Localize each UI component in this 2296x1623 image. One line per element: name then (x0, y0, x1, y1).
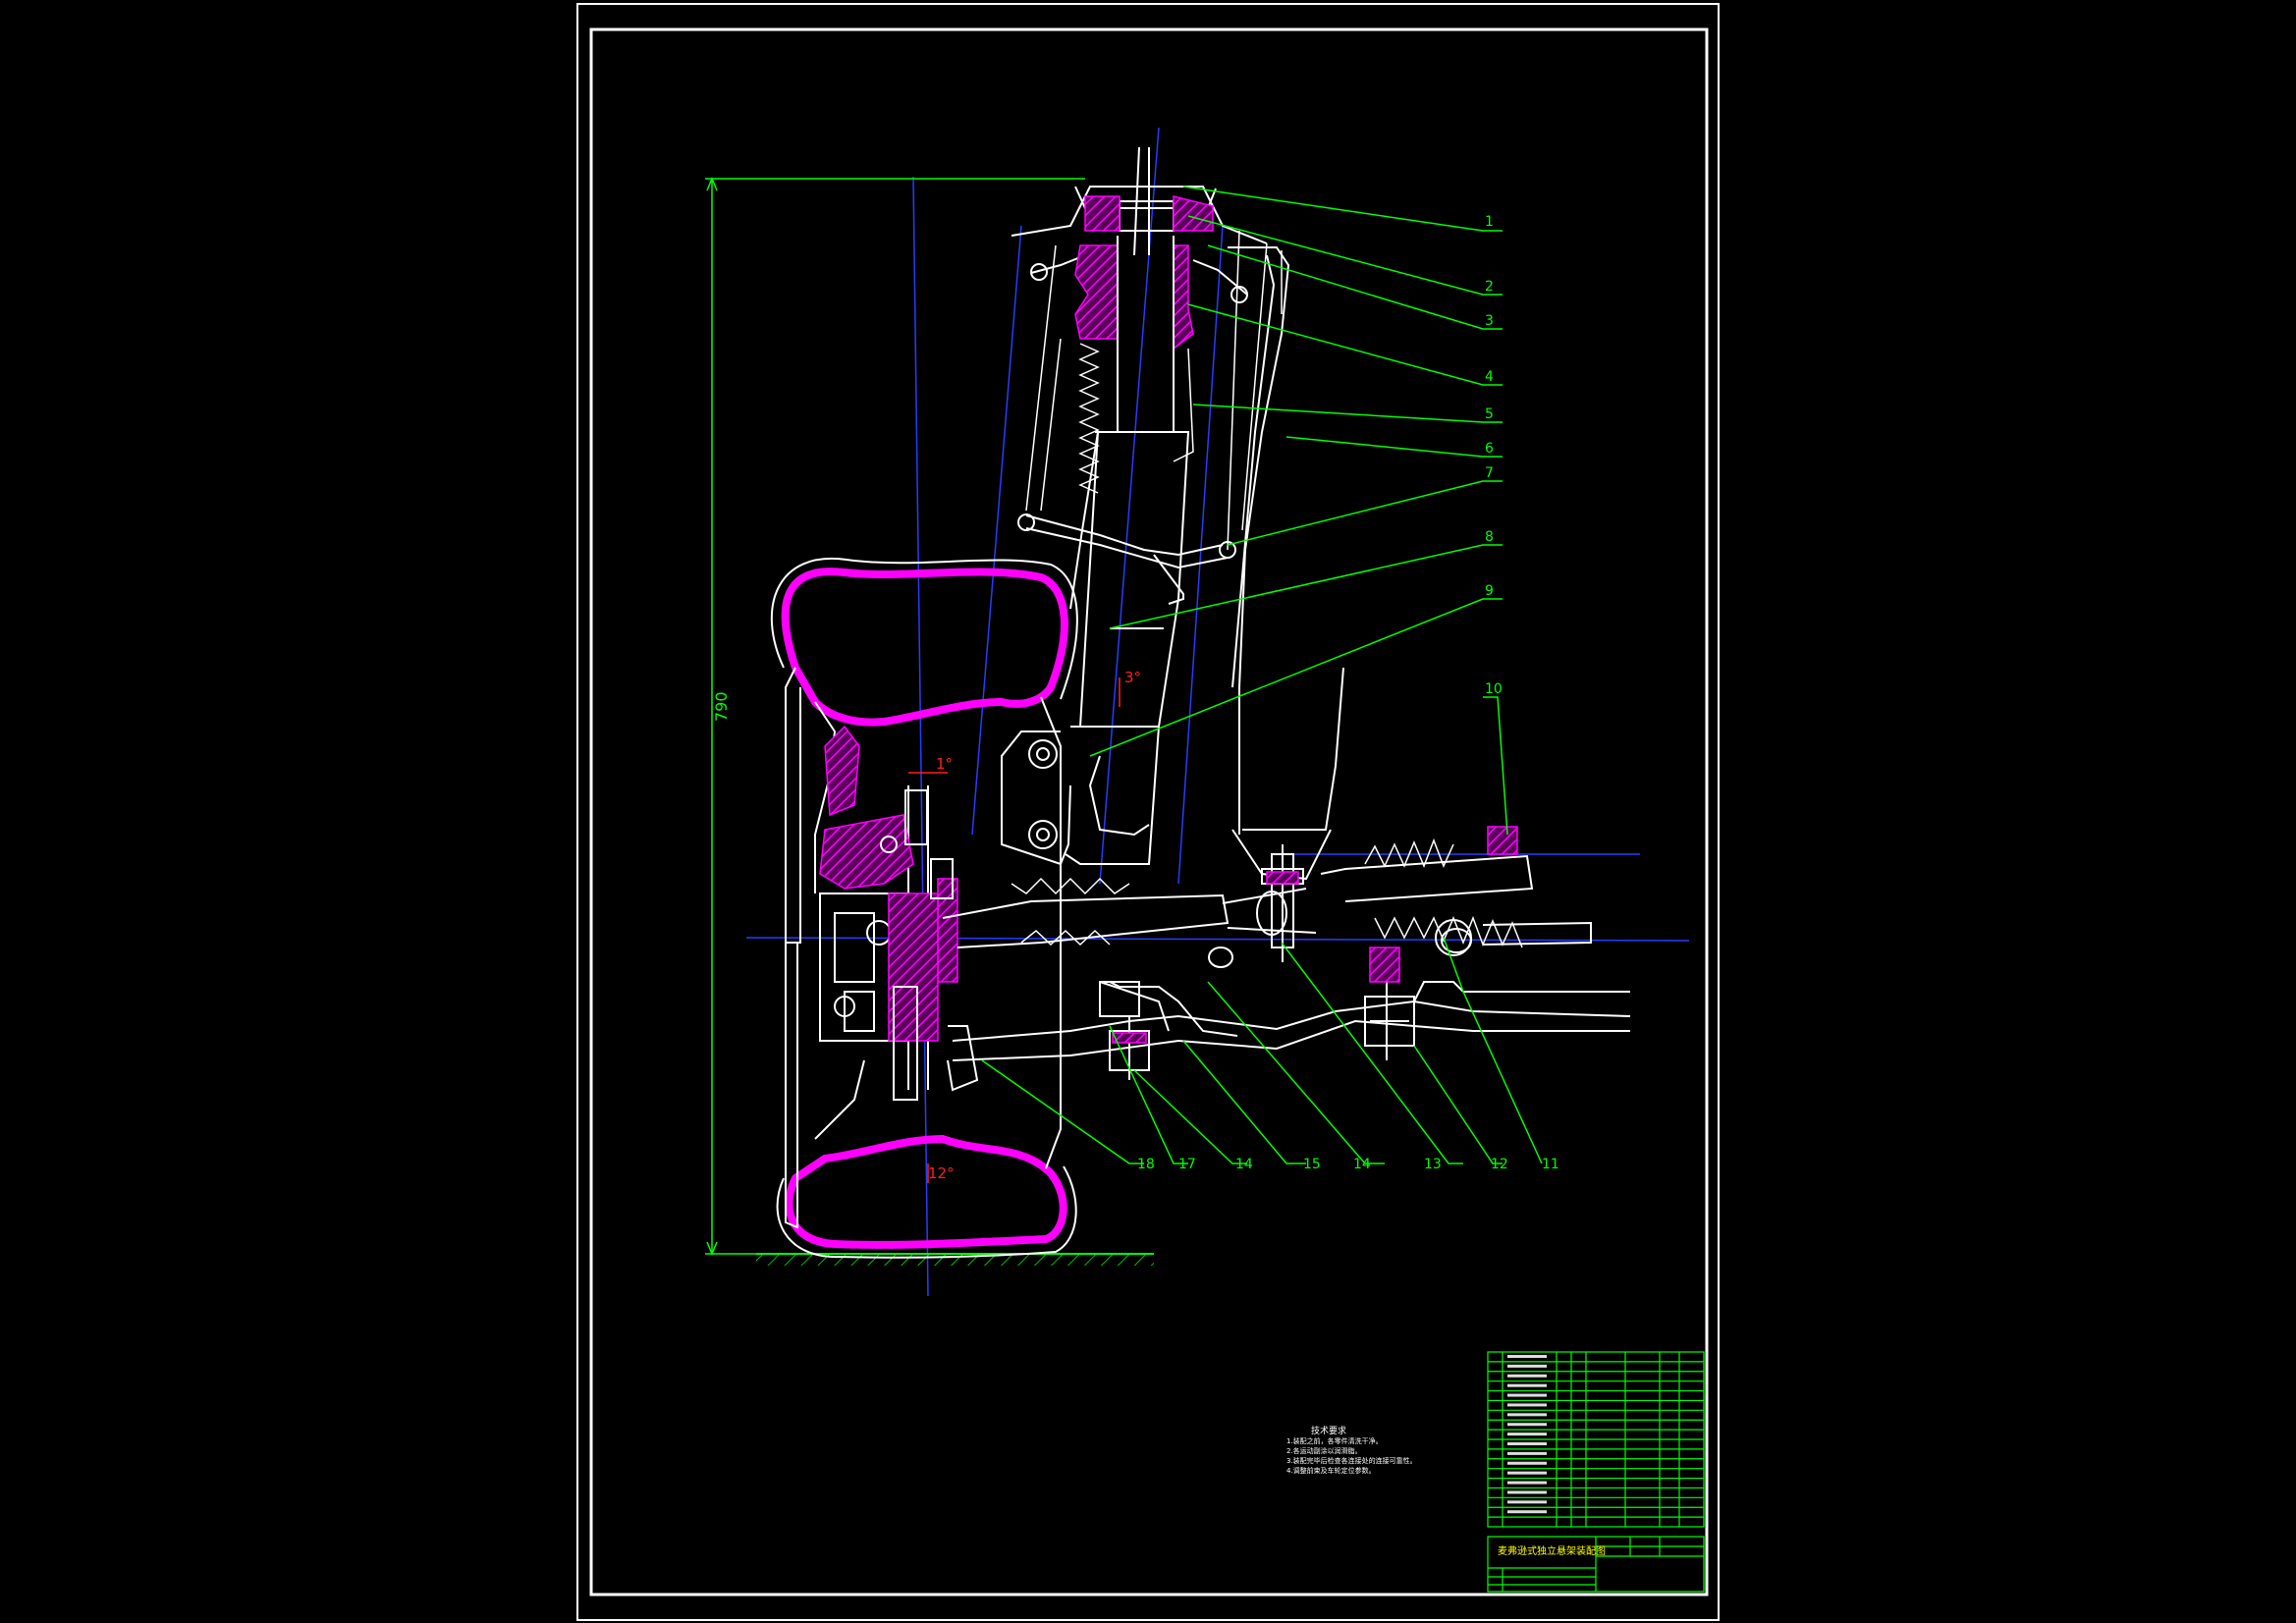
parts-list-cell-mark (1507, 1461, 1547, 1465)
lower-control-arm (947, 981, 1631, 1092)
leader-label: 11 (1542, 1157, 1559, 1172)
brake-disc-section (888, 893, 939, 1042)
leader-label: 9 (1485, 583, 1494, 599)
leader-numbers: 1 2 3 4 5 6 7 8 9 10 11 12 13 14 15 14 1… (1137, 214, 1559, 1172)
parts-list (1487, 1351, 1705, 1528)
leader-label: 8 (1485, 529, 1494, 545)
tire-lower (785, 1134, 1067, 1249)
tech-req-line: 1.装配之前，各零件清洗干净。 (1286, 1436, 1383, 1445)
leader-label: 7 (1485, 465, 1494, 481)
angle-camber-top: 3° (1124, 669, 1141, 686)
top-mount-rubber-right (1173, 195, 1214, 232)
strut-rod (1117, 236, 1175, 432)
leader-label: 4 (1485, 369, 1494, 385)
leader-label: 10 (1485, 681, 1503, 697)
coil-spring (1025, 230, 1283, 551)
parts-list-cell-mark (1507, 1413, 1547, 1417)
parts-list-cell-mark (1507, 1423, 1547, 1427)
hub-section-upper (819, 814, 914, 890)
parts-list-cell-mark (1507, 1383, 1547, 1387)
leader-label: 13 (1424, 1157, 1442, 1172)
upper-bushing-left (1074, 244, 1119, 340)
top-mount (1011, 146, 1268, 256)
parts-list-cell-mark (1507, 1481, 1547, 1485)
centerlines (745, 127, 1690, 1297)
parts-list-cell-mark (1507, 1374, 1547, 1378)
tech-req-heading: 技术要求 (1311, 1425, 1346, 1436)
tie-rod (1099, 981, 1238, 1037)
hub-bolts (834, 789, 954, 1101)
stabilizer-bushing (1266, 871, 1299, 885)
tire-upper (781, 568, 1068, 727)
hub-section-left (824, 725, 860, 817)
parts-list-cell-mark (1507, 1500, 1547, 1504)
parts-list-cell-mark (1507, 1442, 1547, 1445)
leader-label: 6 (1485, 441, 1494, 457)
sheet-inner-frame (589, 27, 1709, 1596)
ground-hatch (756, 1254, 1154, 1266)
sheet-outer-frame (576, 3, 1720, 1621)
parts-list-cell-mark (1507, 1364, 1547, 1368)
height-dimension-text: 790 (712, 691, 731, 722)
lower-ball-joint (1109, 1016, 1150, 1080)
leader-label: 12 (1491, 1157, 1508, 1172)
hub-section-middle (937, 878, 958, 983)
leader-label: 3 (1485, 313, 1494, 329)
cv-boot-inner (1364, 838, 1523, 948)
parts-list-cell-mark (1507, 1510, 1547, 1514)
lower-arm-bushing-right (1369, 947, 1400, 983)
angle-arcs (908, 677, 1121, 1183)
title-block (1487, 1536, 1705, 1593)
tech-req-line: 2.各运动副涂以润滑脂。 (1286, 1446, 1362, 1455)
tech-req-line: 3.装配完毕后检查各连接处的连接可靠性。 (1286, 1456, 1417, 1465)
drawing-title: 麦弗逊式独立悬架装配图 (1498, 1544, 1606, 1557)
dust-bellows (1040, 338, 1194, 512)
steering-knuckle (1001, 726, 1161, 866)
parts-list-cell-mark (1507, 1393, 1547, 1397)
parts-list-cell-mark (1507, 1471, 1547, 1475)
leader-label: 14 (1353, 1157, 1371, 1172)
parts-list-cell-mark (1507, 1433, 1547, 1436)
parts-list-cell-mark (1507, 1490, 1547, 1494)
parts-list-text (1507, 1355, 1547, 1514)
leader-label: 1 (1485, 214, 1494, 230)
lower-arm-bushing-left (1112, 1032, 1147, 1044)
angle-bottom: 12° (928, 1164, 955, 1182)
lower-spring-seat (1017, 514, 1236, 605)
upper-spring-seat (1030, 256, 1248, 303)
parts-list-cell-mark (1507, 1403, 1547, 1407)
tech-req-line: 4.调整前束及车轮定位参数。 (1286, 1466, 1376, 1475)
technical-requirements: 技术要求 1.装配之前，各零件清洗干净。 2.各运动副涂以润滑脂。 3.装配完毕… (1286, 1425, 1417, 1475)
angle-kingpin: 1° (936, 755, 953, 773)
leader-label: 2 (1485, 279, 1494, 295)
leader-label: 18 (1137, 1157, 1155, 1172)
leader-label: 14 (1235, 1157, 1253, 1172)
inner-joint-ball (1435, 919, 1472, 956)
tire-outline (770, 557, 1078, 1259)
leader-label: 17 (1178, 1157, 1196, 1172)
cv-boot-outer (1011, 877, 1130, 947)
lower-arm-pivot (1364, 982, 1415, 1060)
top-mount-rubber (1084, 195, 1121, 232)
parts-list-cell-mark (1507, 1451, 1547, 1455)
upper-bushing-right (1173, 244, 1194, 351)
leader-label: 15 (1303, 1157, 1321, 1172)
parts-list-cell-mark (1507, 1355, 1547, 1358)
leader-lines (981, 186, 1543, 1164)
inner-joint-clamp (1487, 826, 1518, 855)
leader-label: 5 (1485, 406, 1494, 422)
